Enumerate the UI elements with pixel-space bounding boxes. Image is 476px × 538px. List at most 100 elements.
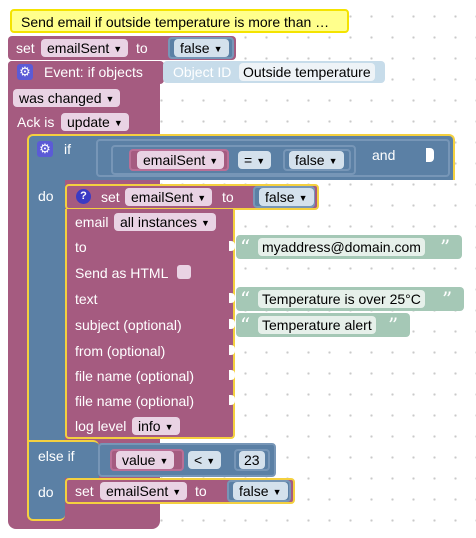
boolean-dropdown[interactable]: false▼: [289, 151, 344, 169]
dropdown-arrow-icon: ▼: [206, 456, 216, 466]
if-label: if: [64, 141, 71, 157]
else-if-label: else if: [38, 448, 75, 464]
set-label: set: [75, 483, 94, 499]
log-level-label: log level: [75, 418, 127, 434]
to-label: to: [136, 40, 148, 56]
boolean-dropdown[interactable]: false▼: [233, 482, 288, 500]
boolean-dropdown[interactable]: false▼: [259, 188, 314, 206]
number-value[interactable]: 23: [239, 451, 265, 469]
else-if-row: [27, 440, 99, 478]
logic-boolean-block[interactable]: false▼: [168, 37, 234, 59]
dropdown-arrow-icon: ▼: [328, 156, 338, 166]
boolean-value: false: [239, 483, 269, 499]
do-label: do: [38, 484, 54, 500]
to-label: to: [222, 189, 234, 205]
trigger-value: was changed: [19, 90, 102, 106]
dropdown-arrow-icon: ▼: [298, 193, 308, 203]
dropdown-arrow-icon: ▼: [113, 118, 123, 128]
dropdown-arrow-icon: ▼: [164, 422, 174, 432]
dropdown-arrow-icon: ▼: [159, 456, 169, 466]
input-socket: [229, 395, 235, 405]
event-label: Event: if objects: [44, 64, 143, 80]
instance-value: all instances: [120, 214, 198, 230]
quote-icon: “: [240, 313, 251, 337]
logic-boolean-block[interactable]: false▼: [283, 149, 351, 171]
gear-icon[interactable]: ⚙: [17, 64, 33, 80]
variable-dropdown[interactable]: emailSent▼: [41, 39, 129, 57]
dropdown-arrow-icon: ▼: [113, 44, 123, 54]
compare-block[interactable]: value▼ <▼ 23: [98, 443, 276, 477]
string-block[interactable]: “ Temperature is over 25°C ”: [236, 287, 464, 311]
set-variable-block[interactable]: set emailSent▼ to false▼: [65, 478, 295, 504]
logic-boolean-block[interactable]: false▼: [253, 186, 315, 208]
from-label: from (optional): [75, 343, 166, 359]
ack-value: update: [67, 114, 110, 130]
comment-text: Send email if outside temperature is mor…: [21, 14, 330, 30]
get-variable-block[interactable]: emailSent▼: [129, 149, 229, 171]
quote-icon: “: [240, 287, 251, 311]
help-icon[interactable]: ?: [76, 189, 91, 204]
variable-dropdown[interactable]: emailSent▼: [137, 151, 225, 169]
boolean-value: false: [265, 189, 295, 205]
to-label: to: [195, 483, 207, 499]
and-input-socket[interactable]: [426, 148, 434, 162]
to-value[interactable]: myaddress@domain.com: [258, 238, 425, 256]
comment-block[interactable]: Send email if outside temperature is mor…: [10, 9, 349, 33]
math-number-block[interactable]: 23: [234, 449, 270, 471]
object-id-value[interactable]: Outside temperature: [239, 63, 375, 81]
boolean-value: false: [295, 152, 325, 168]
to-label: to: [75, 239, 87, 255]
input-socket: [229, 293, 235, 303]
variable-name: value: [122, 452, 156, 468]
quote-icon: “: [240, 235, 251, 259]
operator-dropdown[interactable]: <▼: [188, 451, 222, 469]
ack-label: Ack is: [17, 114, 55, 130]
log-level-dropdown[interactable]: info▼: [132, 417, 180, 435]
variable-dropdown[interactable]: value▼: [116, 451, 175, 469]
input-socket: [229, 241, 235, 251]
dropdown-arrow-icon: ▼: [213, 44, 223, 54]
set-variable-block-top[interactable]: set emailSent▼ to false▼: [8, 36, 236, 60]
gear-icon[interactable]: ⚙: [37, 141, 53, 157]
send-html-label: Send as HTML: [75, 265, 169, 281]
ack-dropdown[interactable]: update▼: [61, 113, 129, 131]
compare-block[interactable]: emailSent▼ =▼ false▼: [111, 145, 356, 175]
dropdown-arrow-icon: ▼: [172, 487, 182, 497]
operator-dropdown[interactable]: =▼: [238, 151, 272, 169]
get-variable-block[interactable]: value▼: [110, 449, 184, 471]
send-html-checkbox[interactable]: [177, 265, 191, 279]
dropdown-arrow-icon: ▼: [197, 193, 207, 203]
email-title: email: [75, 214, 109, 230]
quote-icon: ”: [388, 313, 399, 337]
logic-boolean-block[interactable]: false▼: [227, 480, 291, 502]
subject-value[interactable]: Temperature alert: [258, 316, 376, 334]
input-socket: [229, 345, 235, 355]
subject-label: subject (optional): [75, 317, 182, 333]
input-socket: [229, 319, 235, 329]
object-id-block[interactable]: Object ID Outside temperature: [163, 61, 385, 83]
set-variable-block[interactable]: ? set emailSent▼ to false▼: [65, 184, 319, 210]
input-socket: [229, 370, 235, 380]
variable-name: emailSent: [47, 40, 110, 56]
boolean-dropdown[interactable]: false▼: [174, 39, 229, 57]
variable-dropdown[interactable]: emailSent▼: [100, 482, 188, 500]
instance-dropdown[interactable]: all instances▼: [114, 213, 216, 231]
variable-dropdown[interactable]: emailSent▼: [125, 188, 213, 206]
file1-label: file name (optional): [75, 368, 195, 384]
string-block[interactable]: “ Temperature alert ”: [236, 313, 410, 337]
variable-name: emailSent: [131, 189, 194, 205]
object-id-label: Object ID: [173, 64, 232, 80]
variable-name: emailSent: [106, 483, 169, 499]
boolean-value: false: [180, 40, 210, 56]
operator-value: <: [194, 452, 203, 468]
do-label: do: [38, 188, 54, 204]
log-level-value: info: [138, 418, 161, 434]
dropdown-arrow-icon: ▼: [272, 487, 282, 497]
set-label: set: [16, 40, 35, 56]
quote-icon: ”: [440, 235, 451, 259]
text-value[interactable]: Temperature is over 25°C: [258, 290, 425, 308]
string-block[interactable]: “ myaddress@domain.com ”: [236, 235, 462, 259]
event-header: ⚙ Event: if objects: [8, 61, 164, 84]
trigger-dropdown[interactable]: was changed▼: [13, 89, 121, 107]
quote-icon: ”: [442, 287, 453, 311]
